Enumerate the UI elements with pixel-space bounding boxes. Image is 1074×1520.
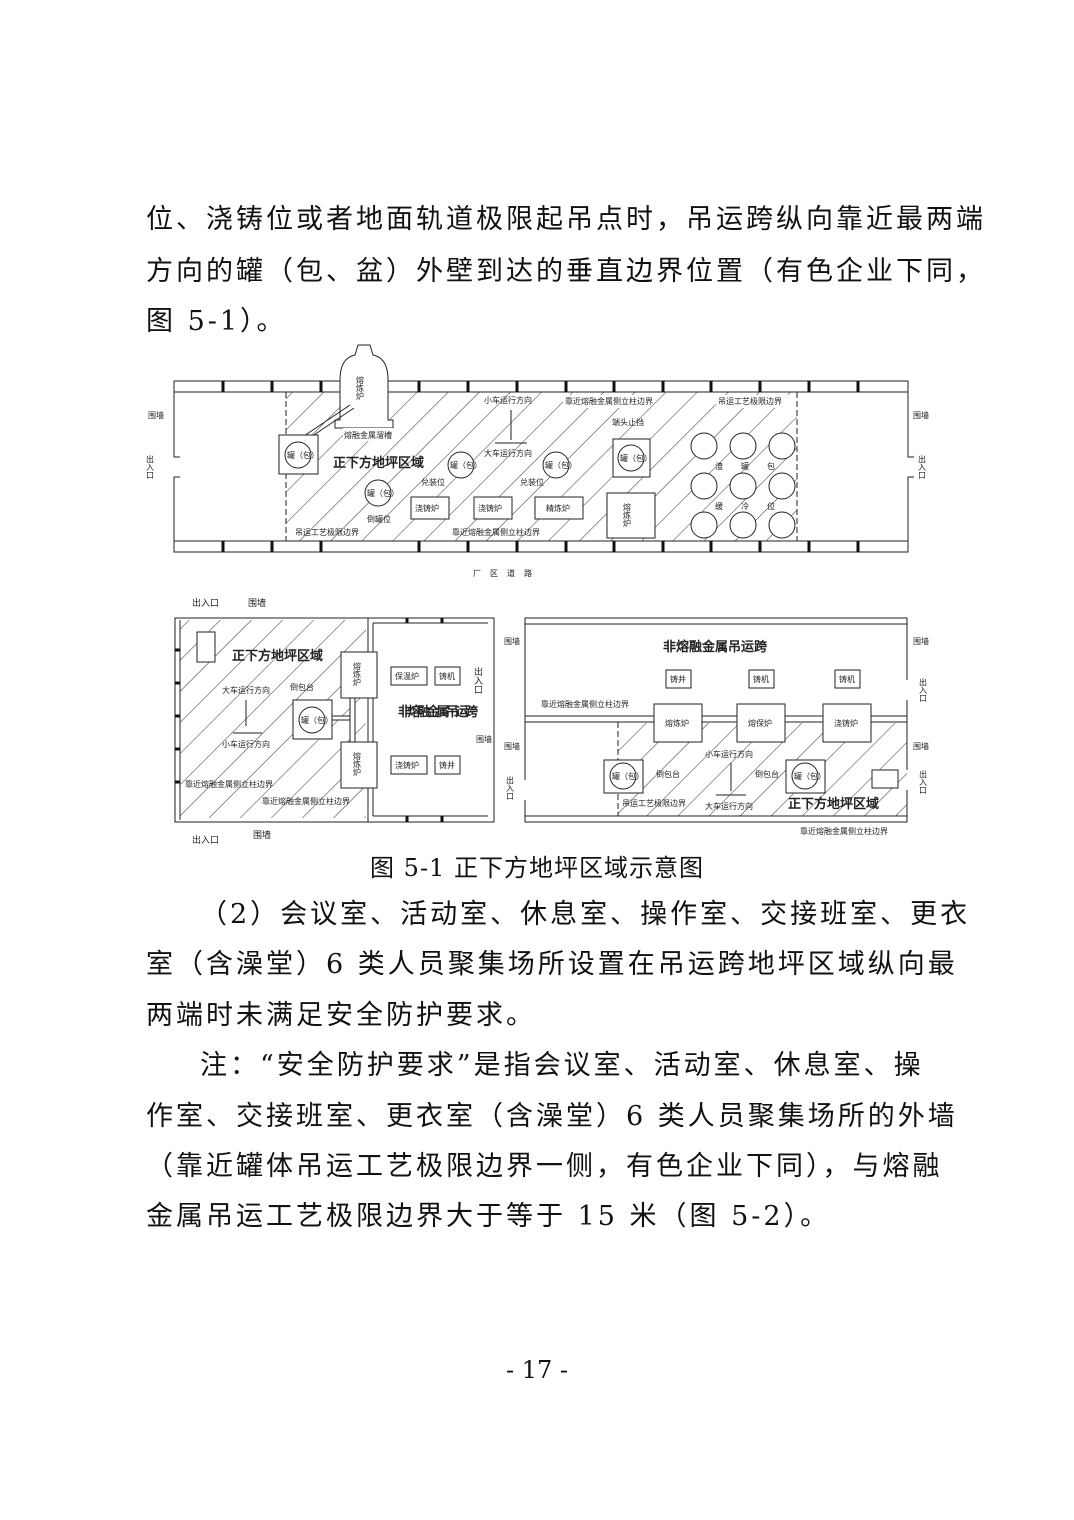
entrance-label: 出入口 xyxy=(192,597,219,609)
label: 大车运行方向 xyxy=(484,448,532,458)
label: 小车运行方向 xyxy=(484,395,532,405)
label: 靠近熔融金属侧立柱边界 xyxy=(262,796,350,806)
note-text-line: 注：“安全防护要求”是指会议室、活动室、休息室、操 xyxy=(200,1050,924,1081)
entrance-label: 出入口 xyxy=(919,677,928,702)
span-label: 非熔融金属吊运跨 xyxy=(663,639,768,655)
label: 小车运行方向 xyxy=(705,749,753,759)
wall-label: 围墙 xyxy=(253,829,271,841)
label: 倒包台 xyxy=(656,769,680,779)
label: 浇铸炉 xyxy=(834,718,858,728)
body-text-line: 两端时未满足安全防护要求。 xyxy=(146,1000,536,1031)
label: 精炼炉 xyxy=(546,503,570,513)
ladle-label: 罐（包） xyxy=(450,460,482,470)
label: 缓冷位 xyxy=(715,501,793,511)
top-plan: 熔炼炉 熔融金属溜槽 罐（包） 正下方地坪区域 罐（包） 倒罐位 罐（包） 兑装… xyxy=(146,344,929,578)
label: 铸机 xyxy=(839,674,855,684)
note-text-line: 作室、交接班室、更衣室（含澡堂）6 类人员聚集场所的外墙 xyxy=(146,1101,958,1132)
road-label: 厂区道路 xyxy=(473,568,541,578)
label: 浇铸炉 xyxy=(415,503,439,513)
label: 熔保炉 xyxy=(748,718,772,728)
wall-label: 围墙 xyxy=(913,410,929,420)
label: 端头止挡 xyxy=(612,417,644,427)
label: 大车运行方向 xyxy=(222,685,270,695)
ladle-label: 罐（包） xyxy=(794,771,826,781)
wall-label: 围墙 xyxy=(476,734,492,744)
figure-caption: 图 5-1 正下方地坪区域示意图 xyxy=(370,854,704,882)
page-number: - 17 - xyxy=(505,1356,568,1384)
ladle-label: 罐（包） xyxy=(367,488,399,498)
wall-label: 围墙 xyxy=(248,597,266,609)
label: 保温炉 xyxy=(395,671,419,681)
label: 靠近熔融金属侧立柱边界 xyxy=(565,396,653,406)
note-text-line: （靠近罐体吊运工艺极限边界一侧，有色企业下同），与熔融 xyxy=(146,1151,943,1182)
label: 熔炼炉 xyxy=(353,661,362,687)
ladle-label: 罐（包） xyxy=(612,771,644,781)
label: 大车运行方向 xyxy=(705,801,753,811)
entrance-label: 出入口 xyxy=(146,454,155,479)
label: 倒包台 xyxy=(755,769,779,779)
entrance-label: 出入口 xyxy=(506,775,515,800)
wall-label: 围墙 xyxy=(913,636,929,646)
entrance-label: 出入口 xyxy=(919,769,928,794)
label: 熔炼炉 xyxy=(353,751,362,777)
label: 兑装位 xyxy=(421,477,445,487)
label: 吊运工艺极限边界 xyxy=(718,396,782,406)
wall-label: 围墙 xyxy=(504,741,520,751)
entrance-label: 出入口 xyxy=(472,666,483,694)
label: 倒包台 xyxy=(290,682,314,692)
ladle-label: 罐（包） xyxy=(620,453,652,463)
figure-5-1-diagram: 熔炼炉 熔融金属溜槽 罐（包） 正下方地坪区域 罐（包） 倒罐位 罐（包） 兑装… xyxy=(146,344,929,846)
bottom-right-plan: 罐（包） 罐（包） 熔炼炉 熔保炉 浇铸炉 铸井 铸机 铸机 非熔融金属吊运跨 … xyxy=(504,617,929,836)
ladle-label: 罐（包） xyxy=(287,450,319,460)
label: 熔炼炉 xyxy=(665,718,689,728)
label: 靠近熔融金属侧立柱边界 xyxy=(452,527,540,537)
label: 铸机 xyxy=(753,674,769,684)
label: 熔融金属溜槽 xyxy=(344,430,392,440)
label: 渣罐包 xyxy=(715,461,793,471)
zone-label: 正下方地坪区域 xyxy=(333,455,424,471)
zone-label: 正下方地坪区域 xyxy=(232,648,323,664)
label: 靠近熔融金属侧立柱边界 xyxy=(800,826,888,836)
wall-label: 围墙 xyxy=(504,636,520,646)
label: 浇铸炉 xyxy=(395,760,419,770)
label: 铸井 xyxy=(439,760,455,770)
label: 铸井 xyxy=(670,674,686,684)
body-text-line: 室（含澡堂）6 类人员聚集场所设置在吊运跨地坪区域纵向最 xyxy=(146,949,958,980)
ladle-label: 罐（包） xyxy=(545,460,577,470)
zone-label: 正下方地坪区域 xyxy=(788,796,879,812)
label: 靠近熔融金属侧立柱边界 xyxy=(541,699,629,709)
label: 小车运行方向 xyxy=(222,739,270,749)
label: 熔炼炉 xyxy=(356,375,365,401)
body-text-line: 方向的罐（包、盆）外壁到达的垂直边界位置（有色企业下同， xyxy=(146,256,986,287)
label: 熔炼炉 xyxy=(623,502,632,528)
note-text-line: 金属吊运工艺极限边界大于等于 15 米（图 5-2）。 xyxy=(146,1201,831,1232)
label: 铸机 xyxy=(439,671,455,681)
entrance-label: 出入口 xyxy=(192,834,219,846)
label: 吊运工艺极限边界 xyxy=(295,527,359,537)
body-text-line: 位、浇铸位或者地面轨道极限起吊点时，吊运跨纵向靠近最两端 xyxy=(146,204,986,235)
bottom-left-plan: 出入口 围墙 正下方地坪区域 大车运行方向 小车运行方向 倒包台 罐（包） 熔炼… xyxy=(174,597,495,846)
label: 靠近熔融金属侧立柱边界 xyxy=(185,779,273,789)
label: 倒罐位 xyxy=(367,514,391,524)
ladle-label: 罐（包） xyxy=(301,715,333,725)
body-text-line: （2）会议室、活动室、休息室、操作室、交接班室、更衣 xyxy=(200,899,971,930)
wall-label: 围墙 xyxy=(148,410,164,420)
label: 浇铸炉 xyxy=(478,503,502,513)
span-label: 非熔融金属吊运跨 xyxy=(398,704,479,720)
label: 吊运工艺极限边界 xyxy=(622,798,686,808)
entrance-label: 出入口 xyxy=(918,454,927,479)
wall-label: 围墙 xyxy=(913,741,929,751)
body-text-line: 图 5-1）。 xyxy=(146,306,287,337)
label: 兑装位 xyxy=(520,477,544,487)
